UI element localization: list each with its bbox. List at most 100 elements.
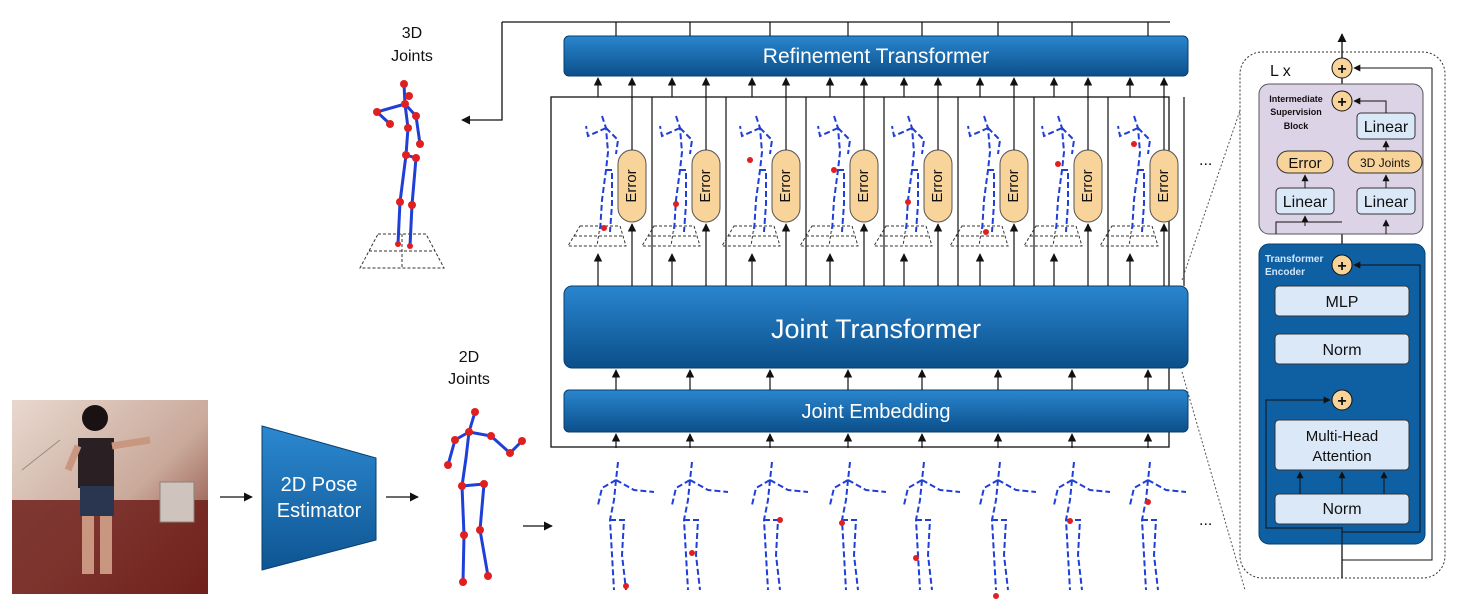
isb-linear-right: Linear (1364, 194, 1409, 211)
error-label: Error (1079, 169, 1096, 202)
encoder-label-1: Transformer (1265, 254, 1323, 265)
zoom-line-top (1181, 95, 1246, 281)
ellipsis-bottom: ... (1199, 512, 1212, 529)
encoder-norm-bottom: Norm (1322, 501, 1361, 518)
error-label: Error (777, 169, 794, 202)
predicted-joint-marker (673, 201, 679, 207)
ground-grid (873, 225, 933, 247)
input-token-skeleton (1129, 461, 1187, 591)
skeleton-2d (446, 411, 524, 583)
joints-2d (444, 408, 526, 586)
input-photo (12, 400, 208, 594)
joints3d-label-2: Joints (391, 48, 433, 65)
predicted-skeleton (1117, 115, 1152, 233)
ellipsis-top: ... (1199, 152, 1212, 169)
ground-grid (721, 225, 781, 247)
isb-linear-top: Linear (1364, 119, 1409, 136)
joint-embedding-block: Joint Embedding (563, 389, 1189, 433)
pose-estimator-block: 2D Pose Estimator (261, 425, 377, 571)
arrow-output-to-3d-joints (461, 22, 503, 125)
token-joint-marker (839, 520, 845, 526)
token-column: Error (567, 22, 655, 591)
error-label: Error (697, 169, 714, 202)
ground-grid (949, 225, 1009, 247)
predicted-joint-marker (1131, 141, 1137, 147)
detail-panel: L x Intermediate Supervision Block Linea… (1239, 33, 1446, 579)
svg-text:+: + (1337, 61, 1346, 78)
joints2d-label-2: Joints (448, 371, 490, 388)
layers-label: L x (1270, 63, 1291, 80)
token-joint-marker (777, 517, 783, 523)
joints-3d (373, 80, 424, 249)
add-node-top: + (1331, 57, 1353, 79)
token-column: Error (1099, 22, 1187, 591)
predicted-joint-marker (747, 157, 753, 163)
input-token-skeleton (903, 461, 961, 591)
skeleton-3d (374, 83, 422, 247)
token-joint-marker (913, 555, 919, 561)
encoder-mha-1: Multi-Head (1306, 428, 1379, 445)
zoom-line-bottom (1181, 371, 1246, 591)
input-token-skeleton (829, 461, 887, 591)
ground-grid-3d (359, 233, 445, 269)
svg-text:+: + (1337, 258, 1346, 275)
isb-3d-joints: 3D Joints (1360, 156, 1410, 170)
token-joint-marker (993, 593, 999, 599)
predicted-joint-marker (983, 229, 989, 235)
svg-text:+: + (1337, 94, 1346, 111)
predicted-skeleton (739, 115, 774, 233)
token-column: Error (873, 22, 961, 591)
add-node-encoder-top: + (1331, 254, 1353, 276)
token-column: Error (1023, 22, 1111, 591)
encoder-mlp: MLP (1326, 294, 1359, 311)
error-label: Error (855, 169, 872, 202)
pose-estimator-label-1: 2D Pose (281, 474, 358, 496)
predicted-joint-marker (831, 167, 837, 173)
predicted-skeleton (891, 115, 926, 233)
predicted-skeleton (1041, 115, 1076, 233)
predicted-skeleton (817, 115, 852, 233)
predicted-joint-marker (1055, 161, 1061, 167)
input-token-skeleton (671, 461, 729, 591)
predicted-skeleton (585, 115, 620, 233)
isb-label-2: Supervision (1270, 107, 1322, 117)
encoder-mha-2: Attention (1312, 448, 1371, 465)
predicted-joint-marker (601, 225, 607, 231)
token-joint-marker (1067, 518, 1073, 524)
joint-transformer-label: Joint Transformer (771, 314, 981, 344)
token-column: Error (721, 22, 809, 591)
add-node-encoder-mid: + (1331, 389, 1353, 411)
isb-error: Error (1288, 155, 1321, 172)
input-token-skeleton (979, 461, 1037, 591)
token-joint-marker (623, 583, 629, 589)
ground-grid (1099, 225, 1159, 247)
joint-transformer-block: Joint Transformer (563, 285, 1189, 369)
add-node-isb: + (1331, 90, 1353, 112)
joints2d-label-1: 2D (459, 349, 479, 366)
isb-linear-left: Linear (1283, 194, 1328, 211)
svg-text:+: + (1337, 393, 1346, 410)
encoder-label-2: Encoder (1265, 267, 1305, 278)
refinement-transformer-block: Refinement Transformer (563, 35, 1189, 77)
ground-grid (1023, 225, 1083, 247)
token-joint-marker (689, 550, 695, 556)
intermediate-supervision-block: Intermediate Supervision Block Linear Er… (1258, 83, 1424, 235)
ground-grid (799, 225, 859, 247)
refinement-transformer-label: Refinement Transformer (763, 45, 989, 68)
predicted-joint-marker (905, 199, 911, 205)
error-label: Error (1155, 169, 1172, 202)
ground-grid (641, 225, 701, 247)
token-column: Error (641, 22, 729, 591)
pose-estimator-label-2: Estimator (277, 500, 362, 522)
error-label: Error (1005, 169, 1022, 202)
predicted-skeleton (659, 115, 694, 233)
isb-label-1: Intermediate (1269, 94, 1323, 104)
main-frame (550, 96, 1170, 448)
encoder-norm-top: Norm (1322, 342, 1361, 359)
joints3d-label-1: 3D (402, 25, 422, 42)
token-joint-marker (1145, 499, 1151, 505)
joint-embedding-label: Joint Embedding (802, 401, 951, 423)
input-token-skeleton (597, 461, 655, 591)
